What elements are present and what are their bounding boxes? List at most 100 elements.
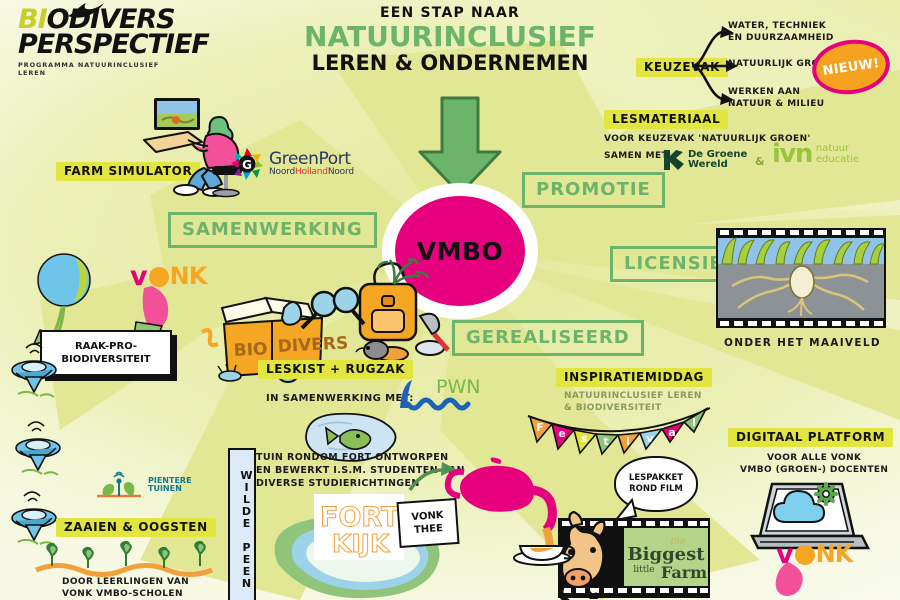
greenport-name: GreenPort (269, 149, 351, 169)
inspiratiemiddag-subtitle: NATUURINCLUSIEF LEREN & BIODIVERSITEIT (564, 391, 702, 414)
fort-word-a: FORT (320, 502, 400, 533)
vonk-left-o-icon (148, 266, 169, 287)
label-licensie-text: LICENSIE (624, 253, 723, 274)
curved-arrow-to-teapot-icon (408, 462, 456, 491)
tag-inspiratiemiddag-text: INSPIRATIEMIDDAG (564, 370, 704, 384)
film-title-the: the (671, 537, 686, 547)
film-title-little: little (633, 565, 654, 575)
vonk-bottom-o-icon (794, 544, 815, 565)
bunting-festival-illustration: F e s t i v a l (527, 406, 711, 456)
pwn-wordmark: PWN (436, 376, 481, 398)
sign-wilde-peen: WILDE PEEN (228, 448, 256, 600)
ivn-wordmark: ivn (772, 139, 813, 169)
partner-ampersand: & (755, 155, 765, 168)
film-title-biggest: Biggest (627, 544, 705, 565)
maaiveld-caption: ONDER HET MAAIVELD (724, 337, 881, 349)
tag-digitaal-platform-text: DIGITAAL PLATFORM (736, 430, 886, 444)
ivn-tagline: natuur educatie (815, 143, 860, 165)
leskist-box-text-b: DIVERS (277, 333, 348, 357)
pientere-tuinen-mark-icon (97, 471, 141, 498)
bunting-letter-4: i (626, 435, 630, 448)
fort-word-b: KIJK (332, 529, 391, 558)
tag-farm-simulator[interactable]: FARM SIMULATOR (56, 162, 201, 181)
tag-inspiratiemiddag[interactable]: INSPIRATIEMIDDAG (556, 368, 712, 387)
speech-bubble-lespakket-text: LESPAKKET ROND FILM (628, 472, 684, 494)
rugzak-backpack-illustration (332, 258, 450, 362)
center-node-vmbo[interactable]: VMBO (395, 196, 525, 306)
bunting-letter-2: s (581, 432, 588, 445)
digitaal-platform-subtitle: VOOR ALLE VONK VMBO (GROEN-) DOCENTEN (740, 453, 889, 476)
pond-fish-illustration (305, 412, 397, 462)
speech-bubble-lespakket: LESPAKKET ROND FILM (614, 456, 698, 512)
pientere-line-2: TUINEN (148, 484, 182, 493)
badge-nieuw-text: NIEUW! (821, 55, 881, 79)
greenport-mark-icon: G (230, 147, 264, 181)
brand-logo: BIODIVERS PERSPECTIEF PROGRAMMA NATUURIN… (18, 3, 210, 77)
zaaien-caption: DOOR LEERLINGEN VAN VONK VMBO-SCHOLEN (62, 577, 190, 600)
label-promotie[interactable]: PROMOTIE (522, 172, 665, 208)
logo-subtitle: PROGRAMMA NATUURINCLUSIEF LEREN (18, 60, 160, 77)
bunting-letter-3: t (603, 435, 608, 448)
title-main: NATUURINCLUSIEF (304, 20, 596, 53)
label-gerealiseerd-text: GEREALISEERD (466, 327, 630, 348)
bunting-letter-5: v (646, 432, 654, 445)
label-samenwerking[interactable]: SAMENWERKING (168, 212, 377, 248)
tag-leskist-rugzak[interactable]: LESKIST + RUGZAK (258, 360, 414, 379)
laptop-cloud-illustration (749, 482, 871, 550)
bunting-letter-7: l (692, 416, 696, 429)
biggest-little-farm-illustration: the Biggest little Farm (558, 510, 710, 600)
logo-line-1: BIODIVERS (18, 4, 176, 35)
logo-de-groene-wereld: De Groene Wereld (662, 148, 747, 172)
swallow-icon (68, 3, 104, 18)
leskist-collab-label: IN SAMENWERKING MET: (266, 393, 414, 404)
maaiveld-filmstrip-illustration (716, 228, 886, 328)
note-raak-pro-text: RAAK-PRO- BIODIVERSITEIT (61, 341, 151, 365)
vonk-bottom-v: v (776, 539, 794, 570)
note-vonk-thee-text: VONK THEE (411, 509, 444, 536)
keuzevak-option-1: WATER, TECHNIEK EN DUURZAAMHEID (728, 21, 834, 44)
label-samenwerking-text: SAMENWERKING (182, 219, 363, 240)
sign-wilde-peen-text: WILDE PEEN (240, 469, 253, 589)
tag-zaaien-oogsten-text: ZAAIEN & OOGSTEN (64, 520, 208, 534)
soil-sensors-illustration (11, 343, 61, 546)
page-title: EEN STAP NAAR NATUURINCLUSIEF LEREN & ON… (285, 5, 615, 74)
svg-text:G: G (242, 158, 252, 172)
tag-digitaal-platform[interactable]: DIGITAAL PLATFORM (728, 428, 894, 447)
seedlings-illustration (35, 540, 213, 577)
logo-line-2: PERSPECTIEF (18, 28, 210, 60)
keuzevak-arrows (691, 26, 738, 105)
farm-simulator-illustration (143, 98, 242, 198)
bunting-letter-1: e (558, 427, 565, 440)
groene-wereld-name: De Groene Wereld (688, 148, 748, 170)
logo-pwn: PWN (392, 376, 492, 412)
tag-lesmateriaal-text: LESMATERIAAL (612, 112, 721, 126)
film-title-farm: Farm (661, 563, 707, 582)
teapot-pouring-illustration (444, 457, 576, 566)
logo-ivn: ivn natuur educatie (772, 139, 860, 169)
label-gerealiseerd[interactable]: GEREALISEERD (452, 320, 644, 356)
tag-zaaien-oogsten[interactable]: ZAAIEN & OOGSTEN (56, 518, 216, 537)
logo-vonk-left: v NK (130, 261, 208, 292)
label-promotie-text: PROMOTIE (536, 179, 651, 200)
bunting-letter-6: a (668, 426, 675, 439)
title-kicker: EEN STAP NAAR (379, 5, 520, 21)
tag-farm-simulator-text: FARM SIMULATOR (64, 164, 193, 178)
vonk-left-nk: NK (169, 262, 208, 291)
fort-description: TUIN RONDOM FORT ONTWORPEN EN BEWERKT I.… (256, 452, 465, 489)
leskist-box-text-a: BIO (233, 339, 268, 361)
logo-pientere-tuinen: PIENTERE TUINEN (93, 470, 192, 500)
vonk-bottom-nk: NK (815, 540, 854, 569)
pientere-line-1: PIENTERE (148, 475, 192, 485)
down-arrow-icon (418, 96, 502, 196)
tag-lesmateriaal[interactable]: LESMATERIAAL (604, 110, 729, 129)
pientere-tuinen-text: PIENTERE TUINEN (148, 475, 192, 494)
note-raak-pro[interactable]: RAAK-PRO- BIODIVERSITEIT (40, 330, 172, 376)
vonk-bottom-drop-icon (775, 562, 803, 596)
vonk-left-v: v (130, 261, 148, 292)
note-vonk-thee[interactable]: VONK THEE (396, 497, 460, 549)
greenport-region: NoordHollandNoord (269, 167, 354, 177)
lesmateriaal-line-1: VOOR KEUZEVAK 'NATUURLIJK GROEN' (604, 134, 811, 144)
tag-leskist-rugzak-text: LESKIST + RUGZAK (266, 362, 406, 376)
bunting-letter-0: F (536, 421, 544, 434)
